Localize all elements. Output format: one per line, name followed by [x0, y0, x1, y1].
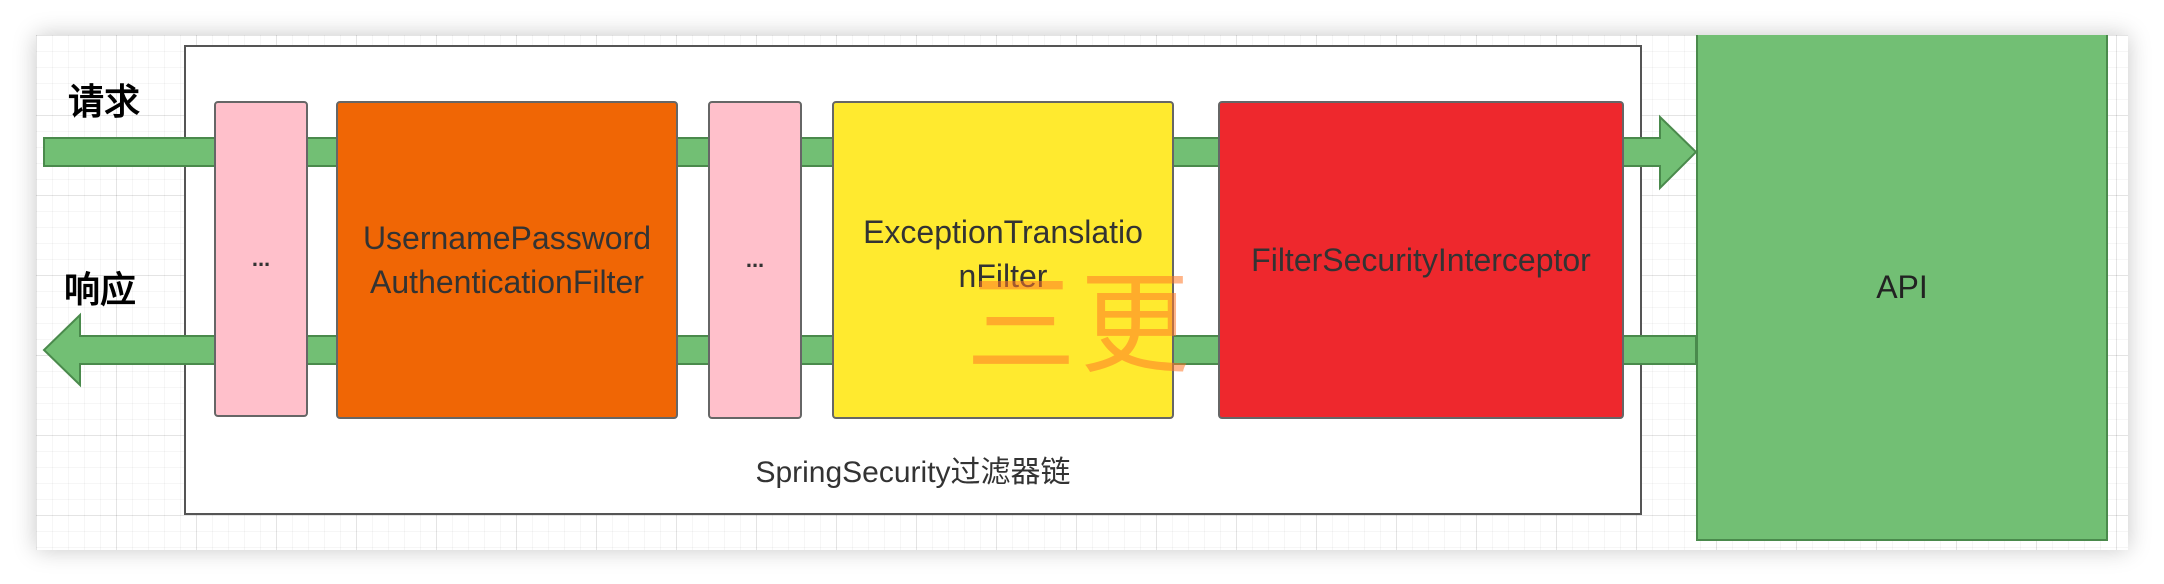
filter-chain-label: SpringSecurity过滤器链 — [755, 456, 1071, 489]
diagram-canvas: 请求 响应 ... UsernamePassword Authenticatio… — [36, 35, 2128, 550]
filter-security-interceptor: FilterSecurityInterceptor — [1218, 101, 1624, 419]
response-label: 响应 — [64, 270, 137, 311]
filter-ellipsis-1: ... — [214, 101, 308, 417]
api-label: API — [1876, 268, 1928, 305]
filter-ellipsis-1-label: ... — [251, 246, 271, 271]
filter-ellipsis-2: ... — [708, 101, 802, 419]
exception-translation-filter: ExceptionTranslatio nFilter — [832, 101, 1174, 419]
username-password-authentication-filter-label: UsernamePassword AuthenticationFilter — [362, 220, 652, 300]
filter-ellipsis-2-label: ... — [745, 247, 765, 272]
api-box: API — [1696, 35, 2108, 541]
exception-translation-filter-label: ExceptionTranslatio nFilter — [863, 214, 1143, 294]
username-password-authentication-filter: UsernamePassword AuthenticationFilter — [336, 101, 678, 419]
request-label: 请求 — [68, 82, 141, 123]
filter-security-interceptor-label: FilterSecurityInterceptor — [1251, 242, 1591, 278]
